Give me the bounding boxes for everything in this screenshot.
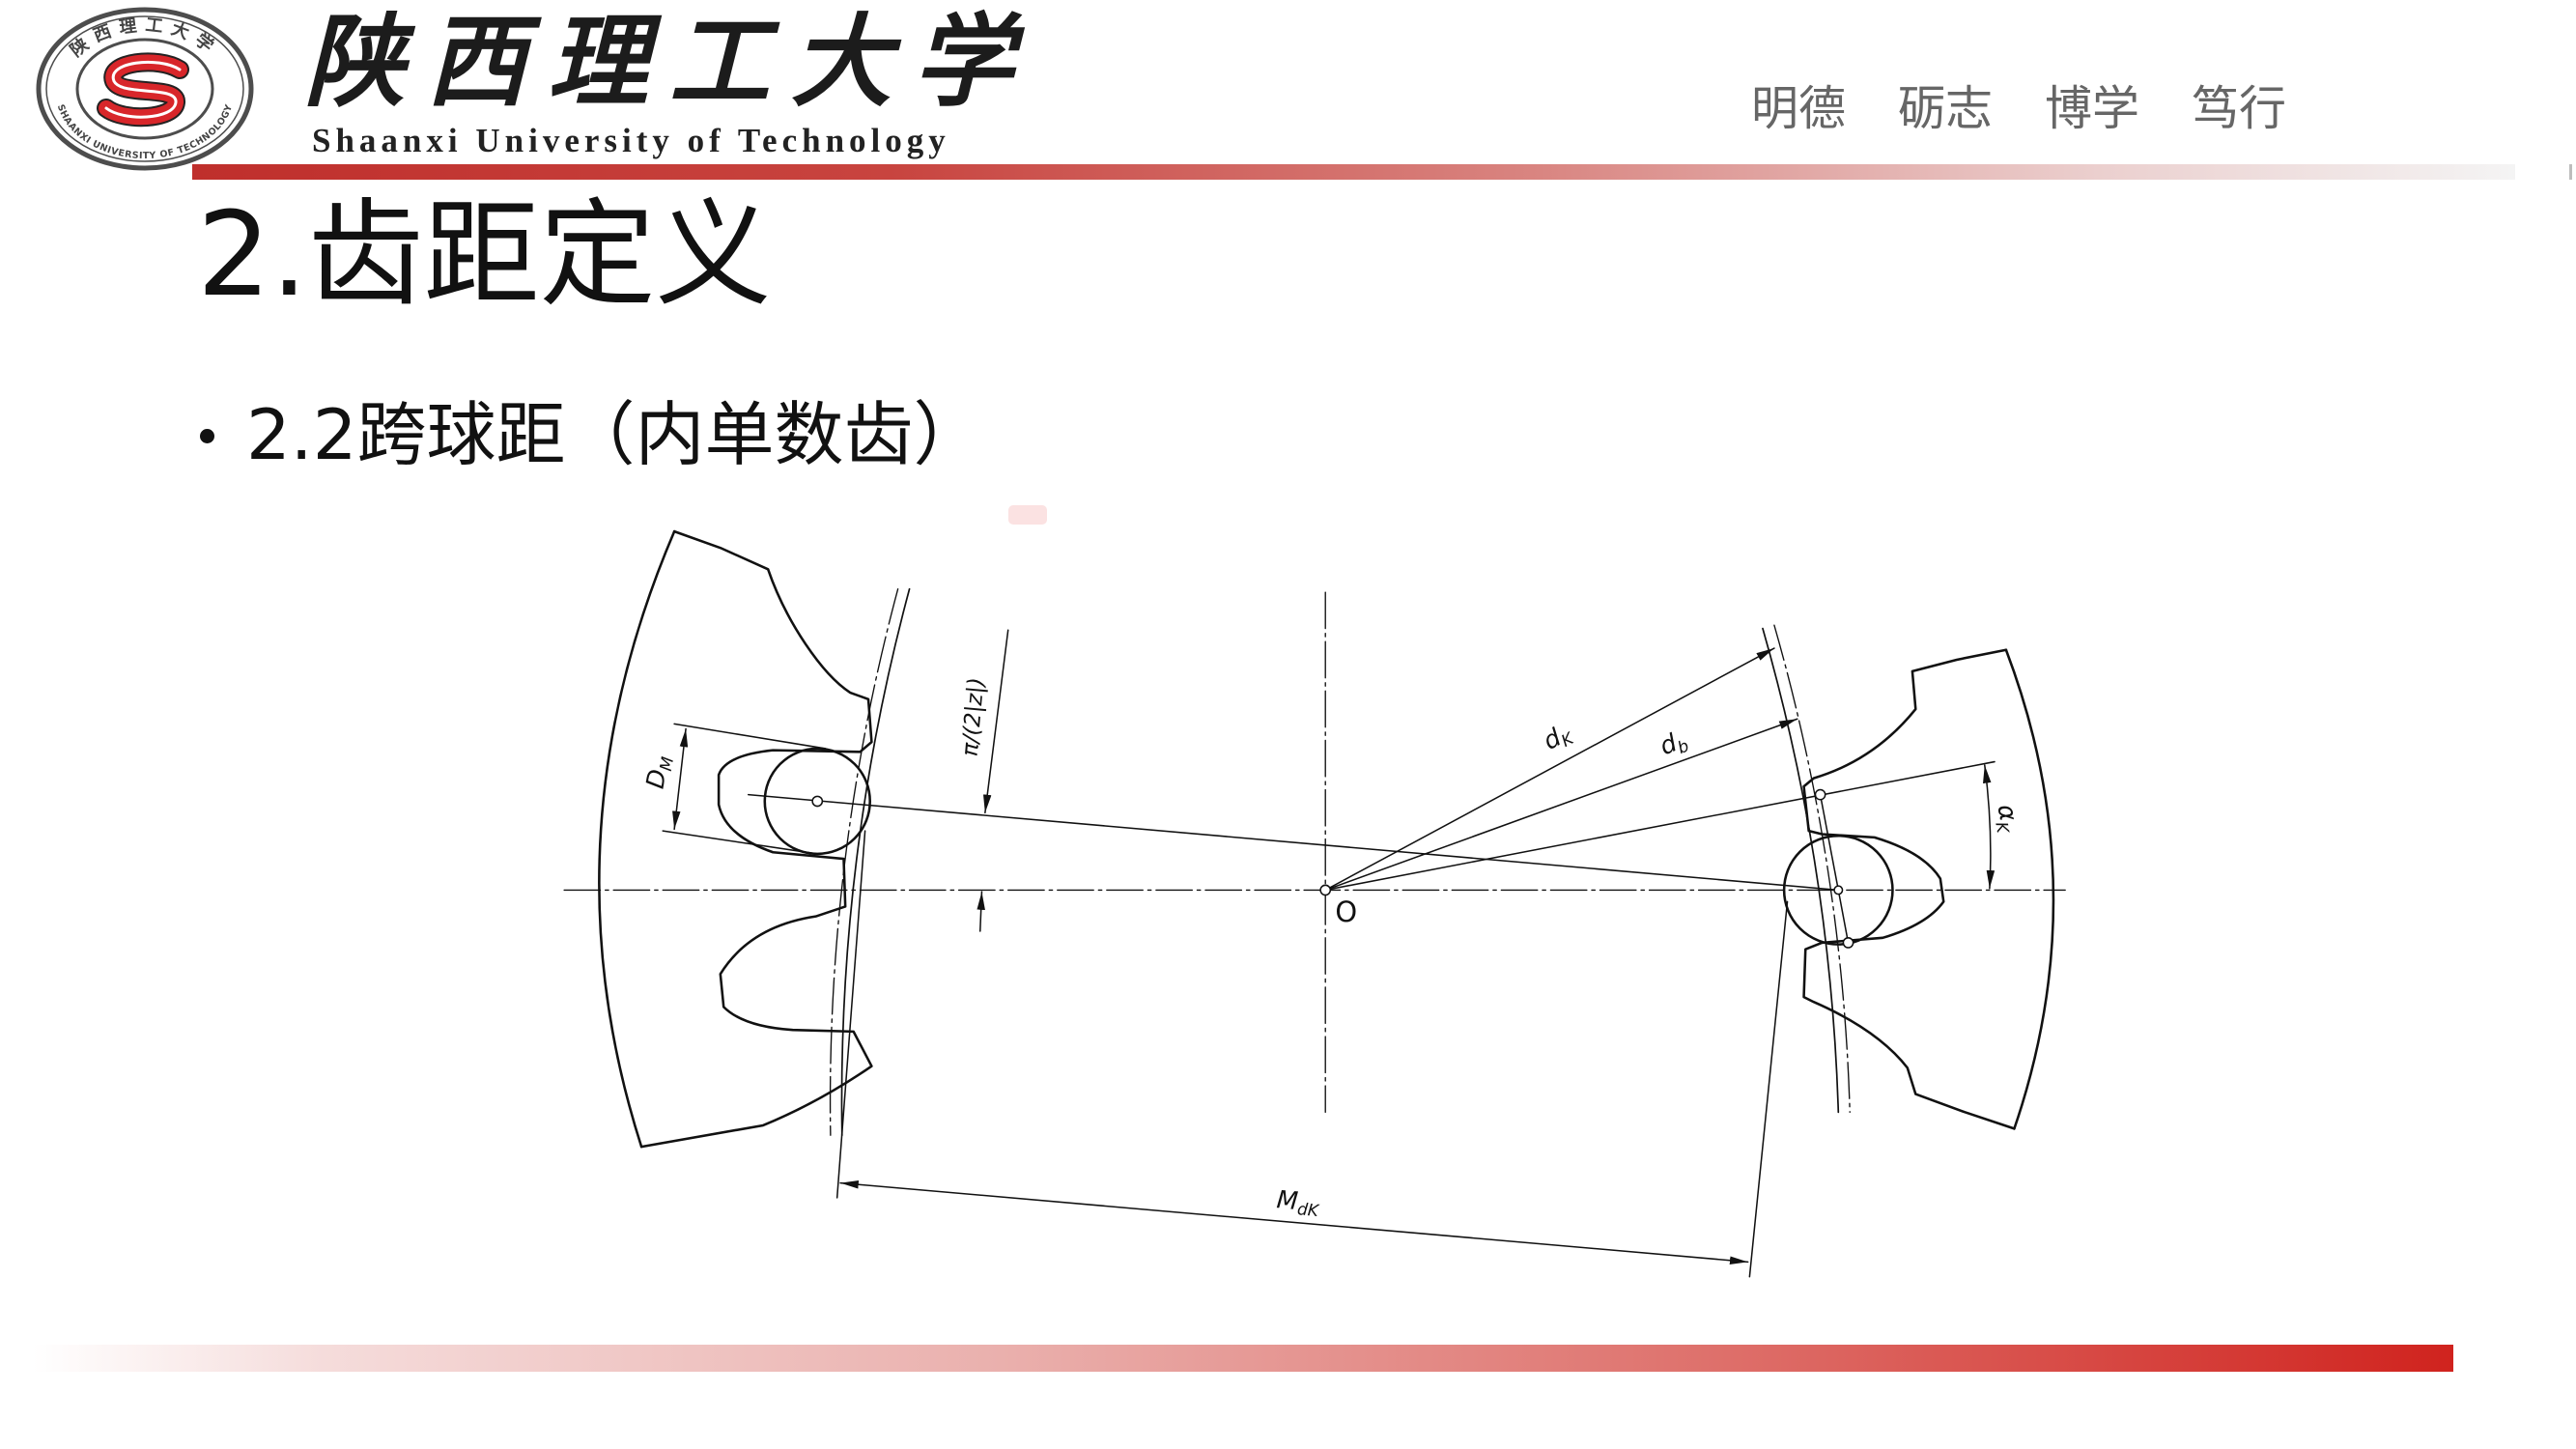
right-gear-tooth-profile	[1802, 648, 2016, 1130]
alpha-k-label-main: α	[1992, 803, 2023, 824]
logo-inner-ring-line	[45, 15, 244, 162]
bullet-dot	[200, 429, 214, 443]
center-o-label: O	[1335, 895, 1357, 928]
dm-label-main: D	[641, 767, 673, 791]
upper-contact-point	[1814, 788, 1826, 801]
right-gear-circle-solid	[1762, 627, 1840, 1114]
alpha-k-label: αK	[1988, 803, 2024, 837]
motto-item: 砺志	[1898, 81, 1994, 136]
left-gear-outer-arc	[598, 529, 676, 1149]
left-gear-circle-dashed	[829, 588, 899, 1136]
university-motto: 明德 砺志 博学 笃行	[1751, 85, 2286, 132]
mdk-extension-left	[835, 830, 866, 1199]
right-gear-circle-dashed	[1773, 624, 1851, 1114]
pitch-angle-dimension-upper	[982, 629, 1009, 814]
logo-s-emblem-highlight	[104, 60, 182, 119]
dm-extension-upper	[673, 723, 827, 750]
mdk-dimension-line	[839, 1179, 1749, 1264]
mdk-label-sub: dK	[1296, 1200, 1320, 1221]
motto-item: 笃行	[2192, 81, 2287, 136]
right-ball-normal-lower	[1837, 889, 1850, 944]
footer-gradient-bar	[33, 1345, 2453, 1372]
right-measuring-ball	[1782, 834, 1894, 946]
gear-center-point	[1319, 884, 1332, 896]
db-label: db	[1656, 724, 1691, 764]
right-ball-normal-upper	[1819, 793, 1840, 892]
mdk-extension-right	[1748, 900, 1789, 1278]
university-logo: 陕西理工大学 SHAANXI UNIVERSITY OF TECHNOLOGY	[36, 7, 254, 171]
pitch-angle-label: π/(2|z|)	[957, 676, 989, 757]
dm-label-sub: M	[657, 755, 678, 773]
dm-label: DM	[641, 753, 679, 791]
university-name-calligraphy: 陕西理工大学	[304, 2, 1035, 121]
dm-extension-lower	[662, 830, 819, 855]
contact-point-line	[1324, 760, 1996, 892]
db-radius-line	[1324, 718, 1798, 892]
bullet-point-text: 2.2跨球距（内单数齿）	[246, 394, 983, 475]
mdk-label-main: M	[1276, 1185, 1300, 1216]
slide-title: 2.齿距定义	[197, 188, 772, 323]
dk-label: dK	[1539, 718, 1578, 759]
right-gear-outer-arc	[2004, 648, 2055, 1130]
mdk-label: MdK	[1275, 1185, 1322, 1221]
left-ball-center-point	[811, 795, 824, 808]
alpha-k-label-sub: K	[1991, 820, 2012, 836]
university-name-english: Shaanxi University of Technology	[312, 122, 950, 159]
right-ball-center-point	[1833, 885, 1844, 895]
left-gear-tooth-profile	[639, 529, 873, 1149]
decoration-mark	[1008, 505, 1047, 525]
pitch-angle-dimension-lower	[977, 891, 985, 932]
alpha-k-dimension-line	[1983, 764, 1996, 890]
left-gear-circle-solid	[840, 587, 911, 1137]
dm-dimension-line	[672, 727, 689, 831]
edge-tick-mark	[2569, 164, 2572, 180]
lower-contact-point	[1842, 937, 1854, 949]
header-divider-line	[192, 164, 2515, 180]
dk-radius-line	[1324, 647, 1775, 892]
ball-center-line	[747, 793, 1840, 892]
motto-item: 博学	[2045, 81, 2140, 136]
ball-span-gear-diagram: DM π/(2|z|) dK db αK O MdK	[563, 529, 2066, 1278]
motto-item: 明德	[1751, 81, 1847, 136]
